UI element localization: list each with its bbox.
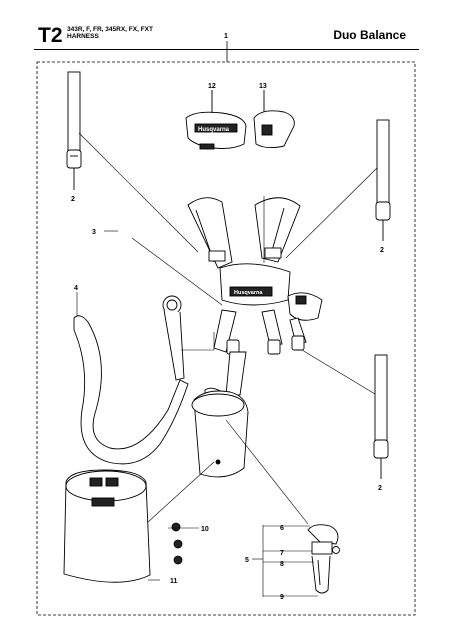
callout-2-left: 2 (71, 196, 75, 203)
callout-7: 7 (280, 550, 284, 557)
callout-5: 5 (245, 557, 249, 564)
callout-10: 10 (201, 526, 209, 533)
canister-11 (63, 469, 151, 583)
assembly-frame (36, 61, 416, 616)
leader-stick-right-lower (301, 349, 376, 395)
brand-logo-harness: Husqvarna (234, 290, 263, 296)
model-line: 343R, F, FR, 345RX, FX, FXT (67, 26, 153, 33)
hose-part-4 (73, 295, 189, 465)
callout-13: 13 (259, 83, 267, 90)
hook-assembly-5 (307, 524, 340, 594)
section-code: T2 (38, 24, 63, 47)
model-list: 343R, F, FR, 345RX, FX, FXT HARNESS (67, 26, 153, 41)
holster-bag (191, 390, 249, 478)
callout-4: 4 (74, 285, 78, 292)
callout-8: 8 (280, 561, 284, 568)
stick-part-right-upper (375, 119, 391, 241)
stick-part-left (66, 71, 82, 190)
shoulder-pad-13 (253, 90, 295, 149)
callout-2-right-lower: 2 (378, 485, 382, 492)
leader-stick-left (78, 132, 199, 253)
assembly-name: HARNESS (67, 33, 99, 41)
leader-lines (76, 90, 378, 597)
brand-logo-pad: Husqvarna (198, 127, 230, 133)
callout-3: 3 (92, 229, 96, 236)
leader-3b (131, 237, 223, 306)
header-rule (34, 49, 419, 50)
callout-6: 6 (280, 525, 284, 532)
callout-2-right-upper: 2 (380, 247, 384, 254)
page-header: T2 343R, F, FR, 345RX, FX, FXT HARNESS D… (0, 0, 453, 50)
leader-stick-right-upper (285, 167, 378, 259)
harness-assembly (187, 197, 323, 426)
leader-canister (147, 461, 215, 523)
callout-11: 11 (170, 578, 178, 585)
screws-10 (171, 522, 183, 565)
callout-12: 12 (208, 83, 216, 90)
leader-hook (225, 419, 309, 525)
page-title: Duo Balance (333, 28, 406, 42)
callout-9: 9 (280, 594, 284, 601)
shoulder-pad-12 (185, 90, 247, 150)
stick-part-right-lower (373, 354, 389, 479)
callout-1: 1 (224, 33, 228, 40)
